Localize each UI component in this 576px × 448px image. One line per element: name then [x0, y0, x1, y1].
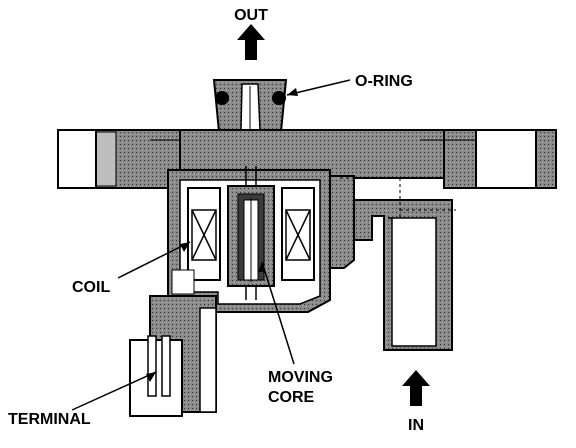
o-ring	[215, 91, 286, 105]
inlet-passage	[329, 175, 456, 351]
out-label: OUT	[234, 7, 268, 24]
coil	[187, 187, 315, 281]
terminal-housing	[129, 269, 217, 417]
coil-leader	[117, 241, 191, 279]
terminal-label: TERMINAL	[8, 411, 91, 428]
o-ring-label: O-RING	[355, 73, 413, 90]
moving-core-leader	[261, 261, 295, 365]
out-arrow-icon	[237, 24, 265, 60]
in-label: IN	[408, 417, 424, 434]
coil-label: COIL	[72, 279, 110, 296]
o-ring-leader	[286, 79, 351, 96]
moving-core-label-line2: CORE	[268, 389, 315, 406]
in-arrow-icon	[402, 370, 430, 406]
terminal-leader	[71, 371, 157, 411]
moving-core	[227, 185, 275, 287]
moving-core-label-line1: MOVING	[268, 369, 333, 386]
